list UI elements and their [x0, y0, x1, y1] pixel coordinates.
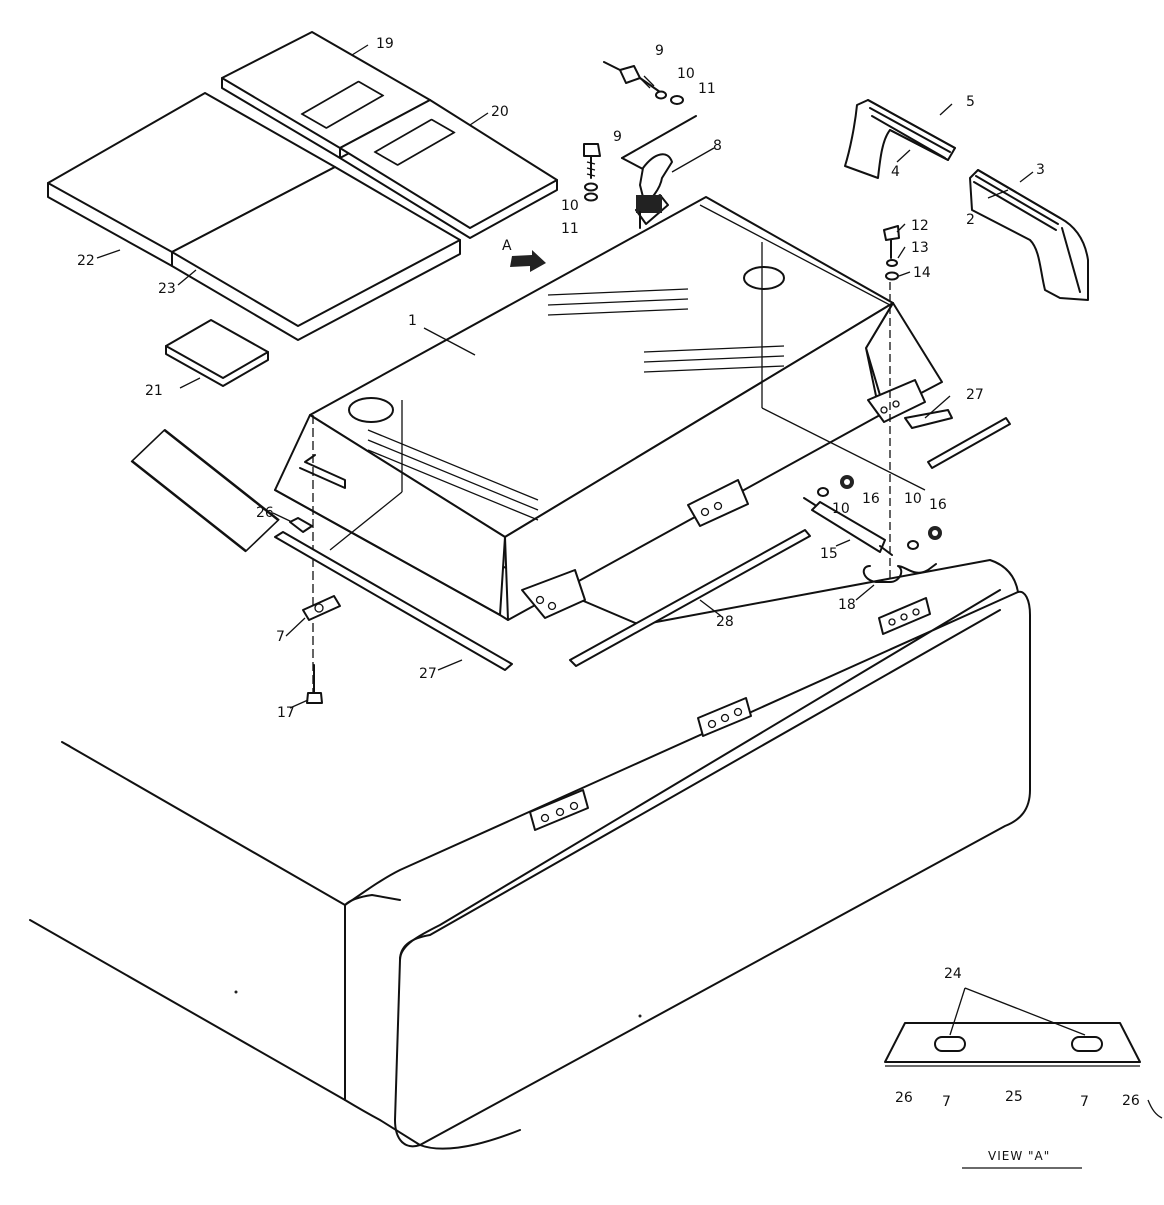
- cover-hinge-middle: [687, 479, 749, 527]
- view-a-detail: [884, 987, 1163, 1169]
- washer-10-top: [655, 90, 667, 100]
- view-a-label-24: 24: [944, 966, 962, 982]
- nut-16-left: [840, 475, 854, 489]
- strip-26: [289, 517, 313, 533]
- panel-21: [165, 319, 269, 387]
- view-a-label-7-left: 7: [942, 1094, 951, 1110]
- label-5: 5: [966, 94, 975, 110]
- label-10-top: 10: [677, 66, 695, 82]
- base-hinge-plate-rear: [878, 597, 931, 635]
- cover-hole-right: [743, 266, 785, 290]
- label-1: 1: [408, 313, 417, 329]
- cover-hinge-front: [521, 569, 586, 619]
- label-15: 15: [820, 546, 838, 562]
- label-9-top: 9: [655, 43, 664, 59]
- cover-hole-left: [348, 397, 394, 423]
- label-11-left: 11: [561, 221, 579, 237]
- label-23: 23: [158, 281, 176, 297]
- panel-23: [171, 166, 461, 341]
- label-17: 17: [277, 705, 295, 721]
- view-a-label-26-left: 26: [895, 1090, 913, 1106]
- label-22: 22: [77, 253, 95, 269]
- cover-assembly: [130, 194, 943, 621]
- side-panel-4-5: [844, 99, 956, 179]
- part-labels: 1 2 3 4 5 7 8 9 9 10 10 10 10 11 11 12 1…: [77, 36, 1140, 1163]
- arrow-label-a: A: [502, 238, 512, 254]
- view-a-label-25: 25: [1005, 1089, 1023, 1105]
- washer-11-left: [584, 192, 598, 202]
- label-18: 18: [838, 597, 856, 613]
- label-10-right: 10: [904, 491, 922, 507]
- slot-24-left: [934, 1036, 966, 1052]
- strip-27-right: [904, 409, 953, 429]
- label-16-right: 16: [929, 497, 947, 513]
- label-14: 14: [913, 265, 931, 281]
- side-panel-2-3: [969, 169, 1089, 301]
- strip-27-left: [274, 531, 513, 671]
- bracket-8: [636, 153, 673, 229]
- plate-7: [302, 595, 341, 621]
- bolt-17: [306, 664, 323, 704]
- label-19: 19: [376, 36, 394, 52]
- bolt-9-left: [583, 143, 601, 179]
- vent-grille-left: [130, 429, 280, 553]
- washer-10-left: [584, 182, 598, 192]
- base-cabinet: [29, 509, 1031, 1150]
- cover-hinge-rear: [867, 379, 926, 423]
- label-7: 7: [276, 629, 285, 645]
- spring-18: [862, 563, 937, 583]
- label-9-left: 9: [613, 129, 622, 145]
- panel-20: [339, 99, 558, 239]
- label-3: 3: [1036, 162, 1045, 178]
- base-hinge-plate-front: [529, 789, 589, 831]
- label-2: 2: [966, 212, 975, 228]
- label-27-left: 27: [419, 666, 437, 682]
- label-12: 12: [911, 218, 929, 234]
- bolt-12: [883, 225, 900, 259]
- label-4: 4: [891, 164, 900, 180]
- washer-11-top: [670, 95, 684, 105]
- washer-14: [885, 271, 899, 281]
- label-21: 21: [145, 383, 163, 399]
- label-27-right: 27: [966, 387, 984, 403]
- washer-10-strut-right: [907, 540, 919, 550]
- nut-16-right: [928, 526, 942, 540]
- cover-handle-left: [299, 454, 346, 489]
- view-a-title: VIEW "A": [988, 1149, 1050, 1163]
- label-26: 26: [256, 505, 274, 521]
- strip-upper-right: [927, 417, 1011, 469]
- view-a-label-7-right: 7: [1080, 1094, 1089, 1110]
- slot-24-right: [1071, 1036, 1103, 1052]
- view-a-arrow: [510, 250, 546, 272]
- label-10-strut: 10: [832, 501, 850, 517]
- base-hinge-plate-middle: [697, 697, 752, 737]
- strip-28: [569, 529, 811, 667]
- label-13: 13: [911, 240, 929, 256]
- label-10-left: 10: [561, 198, 579, 214]
- view-a-label-26-right: 26: [1122, 1093, 1140, 1109]
- label-20: 20: [491, 104, 509, 120]
- washer-10-strut-left: [817, 487, 829, 497]
- label-28: 28: [716, 614, 734, 630]
- label-11-top: 11: [698, 81, 716, 97]
- strut-15: [803, 497, 893, 556]
- leader-lines: [96, 44, 1034, 709]
- bolt-9-top: [603, 61, 661, 93]
- label-8: 8: [713, 138, 722, 154]
- label-16-left: 16: [862, 491, 880, 507]
- washer-13: [886, 259, 898, 267]
